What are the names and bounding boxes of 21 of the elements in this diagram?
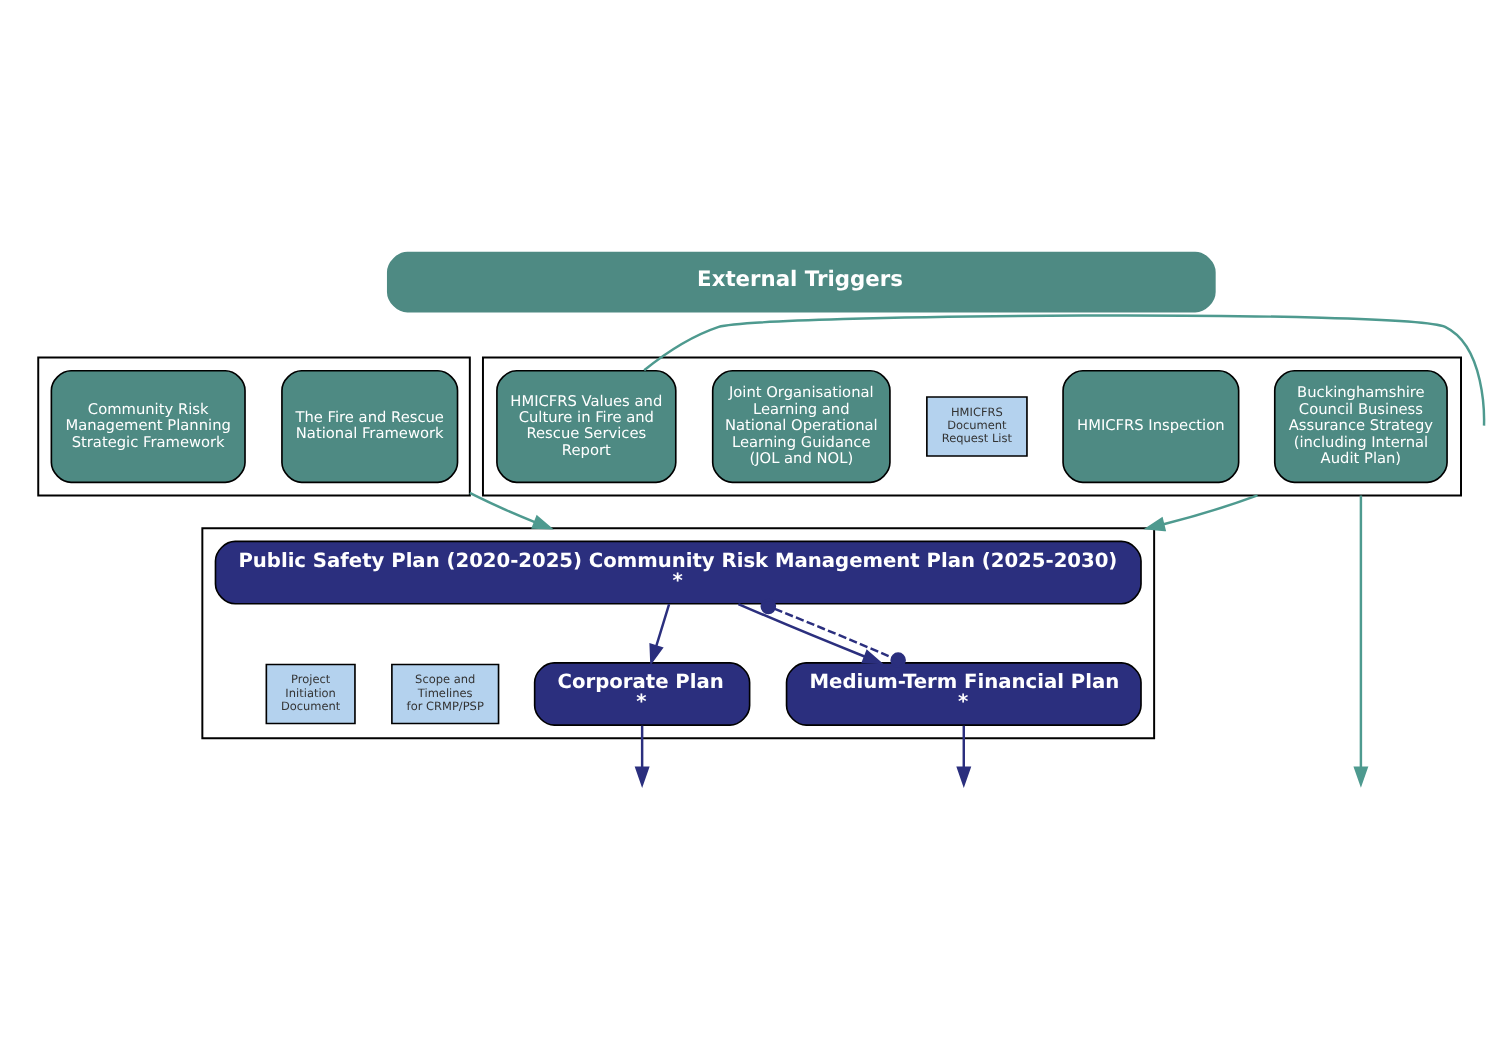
cluster (37, 356, 471, 497)
arrow (1143, 494, 1258, 532)
node-box: Joint Organisational Learning and National Operational Learning Guidance (JOL and NOL) (711, 369, 891, 484)
node-box: Medium-Term Financial Plan * (785, 662, 1142, 726)
node-box: Public Safety Plan (2020-2025) Community Risk Management Plan (2025-2030) * (214, 540, 1142, 605)
node-box: HMICFRS Inspection (1062, 369, 1240, 484)
node-box: HMICFRS Values and Culture in Fire and Rescue Services Report (496, 369, 677, 484)
node-box: Corporate Plan * (533, 662, 751, 726)
cluster (201, 527, 1156, 740)
node-box: Community Risk Management Planning Strategic Framework (50, 369, 246, 484)
connector (760, 598, 906, 668)
arrow (737, 602, 884, 665)
connector (643, 314, 1486, 426)
node-box: The Fire and Rescue National Framework (281, 369, 459, 484)
cluster (481, 356, 1462, 497)
arrow (1353, 495, 1369, 788)
arrow (634, 725, 650, 788)
node-box: Buckinghamshire Council Business Assurance Strategy (including Internal Audit Plan) (1273, 369, 1448, 484)
arrow (649, 603, 671, 666)
node-box: External Triggers (386, 251, 1216, 313)
arrow (956, 725, 972, 788)
